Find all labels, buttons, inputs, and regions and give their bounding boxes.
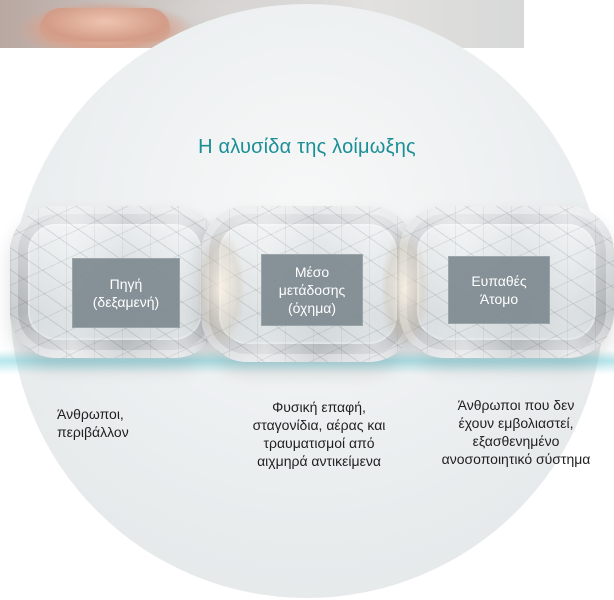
transmission-label-box: Μέσο μετάδοσης (όχημα) bbox=[261, 254, 363, 326]
diagram-title: Η αλυσίδα της λοίμωξης bbox=[0, 136, 614, 159]
chain-joint-2 bbox=[382, 234, 428, 344]
transmission-description: Φυσική επαφή, σταγονίδια, αέρας και τραυ… bbox=[224, 398, 414, 470]
chain-joint-1 bbox=[198, 234, 244, 344]
host-label-box: Ευπαθές Άτομο bbox=[448, 256, 550, 324]
source-description: Άνθρωποι, περιβάλλον bbox=[57, 405, 177, 441]
host-description: Άνθρωποι που δεν έχουν εμβολιαστεί, εξασ… bbox=[421, 396, 611, 468]
source-label-box: Πηγή (δεξαμενή) bbox=[72, 258, 180, 328]
